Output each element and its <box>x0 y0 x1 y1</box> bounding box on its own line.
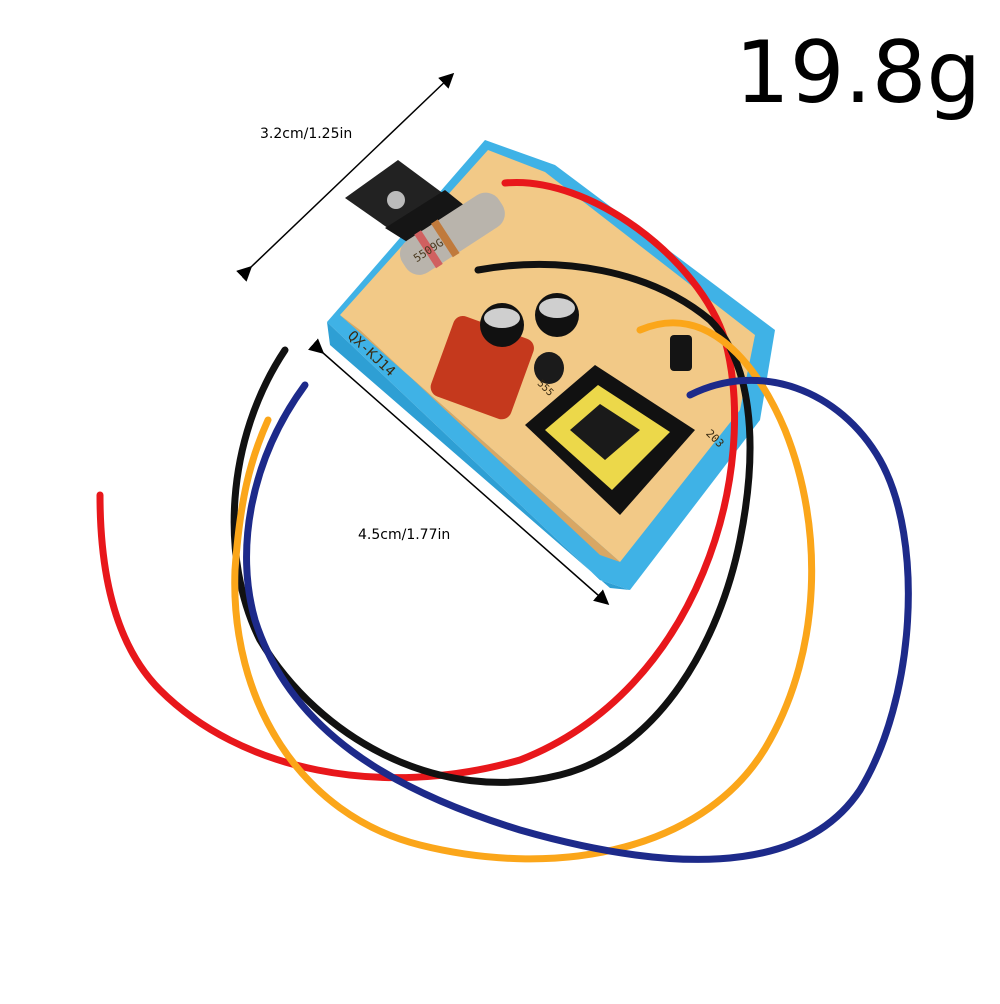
wires <box>96 179 912 863</box>
red-wire <box>96 179 738 782</box>
width-dimension-label: 3.2cm/1.25in <box>260 126 353 142</box>
electrolytic-capacitors <box>480 293 579 384</box>
transistor-component <box>670 335 692 371</box>
transformer-component <box>525 365 695 515</box>
mosfet-component <box>345 160 470 250</box>
blue-wire <box>243 376 912 863</box>
length-dimension-label: 4.5cm/1.77in <box>358 527 451 543</box>
weight-label: 19.8g <box>735 23 982 123</box>
length-dimension-arrow <box>308 338 610 605</box>
resistor-component <box>399 192 505 275</box>
yellow-wire <box>231 319 816 863</box>
black-wire <box>230 260 754 786</box>
width-dimension-arrow <box>236 72 455 282</box>
